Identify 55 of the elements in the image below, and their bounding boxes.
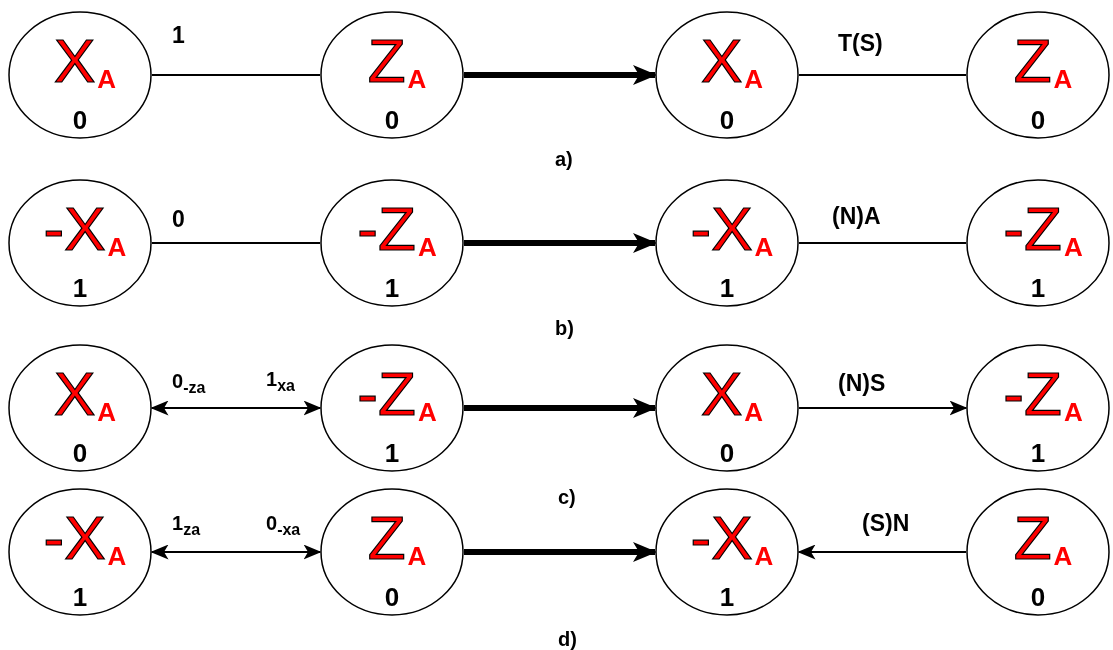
state-value: 1 [384, 274, 400, 302]
variable-symbol: -X$_{A}$ [43, 198, 127, 265]
variable-symbol: -X$_{A}$ [43, 507, 127, 574]
annotation-label: a) [555, 147, 573, 172]
transition-arrow [464, 398, 657, 418]
annotation-label: 1$_{xa}$ [266, 367, 295, 394]
edge-label: T(S) [838, 30, 883, 56]
state-value: 0 [719, 106, 735, 134]
variable-symbol: X$_{A}$ [53, 30, 117, 97]
annotation-label: 1$_{za}$ [172, 511, 201, 538]
connector-line [151, 74, 321, 76]
state-value: 1 [719, 274, 735, 302]
annotation-label: 0$_{-xa}$ [266, 511, 301, 538]
edge-label: 1 [172, 22, 185, 48]
state-value: 0 [384, 583, 400, 611]
variable-symbol: -Z$_{A}$ [357, 363, 437, 430]
state-value: 0 [72, 439, 88, 467]
edge-label: (N)A [832, 203, 881, 229]
state-value: 1 [384, 439, 400, 467]
state-value: 0 [1030, 583, 1046, 611]
state-value: 0 [1030, 106, 1046, 134]
variable-symbol: -X$_{A}$ [690, 507, 774, 574]
transition-arrow [464, 233, 657, 253]
variable-symbol: X$_{A}$ [53, 363, 117, 430]
annotation-label: b) [555, 316, 574, 341]
variable-symbol: Z$_{A}$ [1013, 30, 1073, 97]
transition-arrow [464, 65, 657, 85]
annotation-label: c) [558, 485, 576, 510]
variable-symbol: Z$_{A}$ [367, 30, 427, 97]
state-value: 1 [719, 583, 735, 611]
state-value: 1 [1030, 439, 1046, 467]
edge-label: 0 [172, 206, 185, 232]
edge-label: (N)S [838, 370, 886, 396]
variable-symbol: X$_{A}$ [700, 363, 764, 430]
variable-symbol: -X$_{A}$ [690, 198, 774, 265]
arrow [798, 400, 968, 416]
transition-arrow [464, 542, 657, 562]
variable-symbol: -Z$_{A}$ [1003, 198, 1083, 265]
annotation-label: 0$_{-za}$ [172, 369, 206, 396]
connector-line [151, 242, 321, 244]
annotation-label: d) [558, 627, 577, 650]
state-value: 1 [72, 274, 88, 302]
variable-symbol: Z$_{A}$ [367, 507, 427, 574]
variable-symbol: Z$_{A}$ [1013, 507, 1073, 574]
state-value: 0 [719, 439, 735, 467]
state-value: 0 [72, 106, 88, 134]
state-value: 1 [1030, 274, 1046, 302]
connector-line [798, 74, 967, 76]
variable-symbol: -Z$_{A}$ [357, 198, 437, 265]
connector-line [798, 242, 967, 244]
state-value: 1 [72, 583, 88, 611]
state-value: 0 [384, 106, 400, 134]
variable-symbol: -Z$_{A}$ [1003, 363, 1083, 430]
edge-label: (S)N [862, 510, 910, 536]
variable-symbol: X$_{A}$ [700, 30, 764, 97]
